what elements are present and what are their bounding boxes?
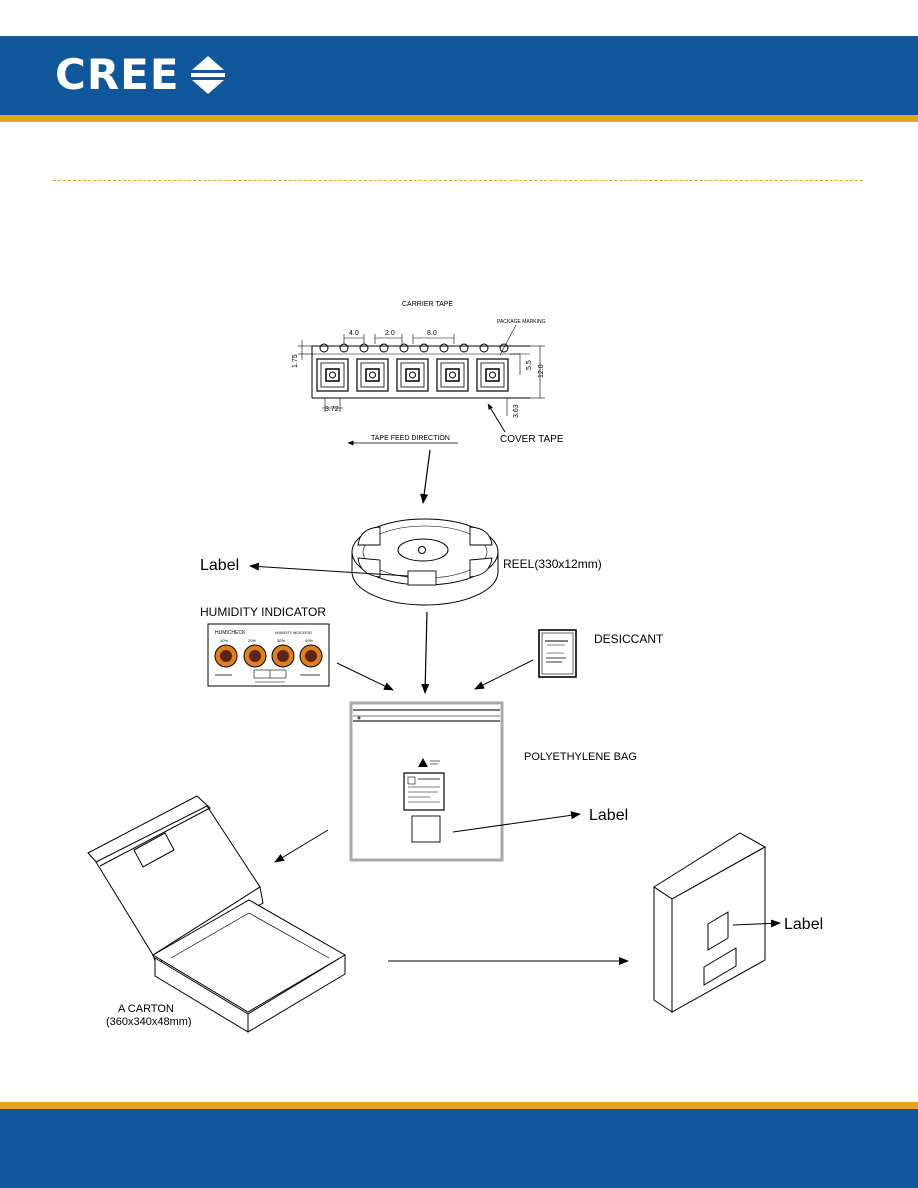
arrow-reel-to-bag <box>421 611 430 694</box>
dim-1-75: 1.75 <box>292 354 299 368</box>
svg-text:40%: 40% <box>305 638 313 643</box>
carton-name: A CARTON <box>118 1003 174 1015</box>
svg-text:10%: 10% <box>220 638 228 643</box>
logo-wordmark: CREE <box>55 50 180 99</box>
reel-label-box <box>407 570 437 586</box>
humidity-indicator-title: HUMIDITY INDICATOR <box>200 605 326 619</box>
package-marking-label: PACKAGE MARKING <box>497 319 546 325</box>
footer-accent-stripe <box>0 1102 918 1109</box>
bag-label-box <box>411 815 441 843</box>
cover-tape-arrow <box>487 403 506 433</box>
carton-size: (360x340x48mm) <box>106 1016 192 1028</box>
svg-text:20%: 20% <box>248 638 256 643</box>
dim-4-0: 4.0 <box>349 330 359 337</box>
humidity-spot-40 <box>299 644 323 668</box>
dim-5-5: 5.5 <box>526 360 533 370</box>
humidity-spot-10 <box>214 644 238 668</box>
reel-label-arrow <box>249 562 409 577</box>
page-footer <box>0 1109 918 1188</box>
humidity-spot-30 <box>271 644 295 668</box>
dim-2-0: 2.0 <box>385 330 395 337</box>
closed-carton <box>653 832 767 1013</box>
reel-drawing <box>351 518 499 606</box>
dim-8-0: 8.0 <box>427 330 437 337</box>
desiccant-label: DESICCANT <box>594 632 664 646</box>
humidity-indicator-card: HUMICHECK HUMIDITY INDICATOR 10% 20% 30%… <box>207 623 330 687</box>
dim-12-0: 12.0 <box>538 364 545 378</box>
section-divider <box>53 180 863 181</box>
arrow-humidity-to-bag <box>336 662 394 691</box>
logo-arrows-icon <box>190 56 225 94</box>
box-label-text: Label <box>784 916 823 933</box>
open-carton <box>87 795 346 1033</box>
polyethylene-bag-label: POLYETHYLENE BAG <box>524 751 637 763</box>
dim-3-72: 3.72 <box>325 406 339 413</box>
page-header <box>0 0 918 122</box>
reel-name: REEL(330x12mm) <box>503 557 602 571</box>
cover-tape-label: COVER TAPE <box>500 434 564 445</box>
arrow-tape-to-reel <box>420 449 431 504</box>
polyethylene-bag <box>349 701 504 862</box>
carrier-tape-title: CARRIER TAPE <box>402 301 453 308</box>
arrow-bag-to-carton <box>274 829 329 863</box>
svg-text:HUMIDITY INDICATOR: HUMIDITY INDICATOR <box>275 631 312 635</box>
desiccant-pack <box>538 629 577 678</box>
reel-label-text: Label <box>200 557 239 574</box>
tape-feed-direction-label: TAPE FEED DIRECTION <box>371 435 450 442</box>
box-label-arrow <box>732 919 781 928</box>
header-accent-stripe <box>0 115 918 122</box>
humidity-spot-20 <box>243 644 267 668</box>
carrier-tape-drawing: CARRIER TAPE <box>292 301 564 446</box>
cree-logo: CREE <box>55 50 228 100</box>
svg-text:30%: 30% <box>277 638 285 643</box>
dim-3-63: 3.63 <box>513 404 520 418</box>
arrow-desiccant-to-bag <box>474 659 534 690</box>
bag-label-arrow <box>452 811 581 833</box>
header-band <box>0 36 918 115</box>
bag-label-text: Label <box>589 807 628 824</box>
svg-text:HUMICHECK: HUMICHECK <box>215 630 246 636</box>
